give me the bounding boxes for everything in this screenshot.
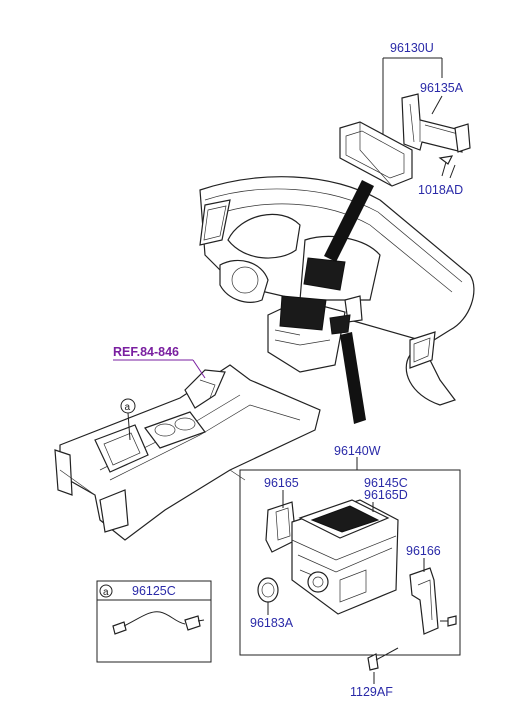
label-96140W: 96140W [334,444,381,458]
reference-label: REF.84-846 [113,345,179,359]
reference-callout: REF.84-846 [113,345,206,379]
floor-console [54,364,321,541]
assembly-arrows [324,180,374,424]
label-96166: 96166 [406,544,441,558]
cable-detail-box: a [96,580,212,663]
label-1129AF: 1129AF [350,685,393,699]
head-unit-detail-box [239,457,461,656]
label-96135A: 96135A [420,81,464,95]
label-96183A: 96183A [250,616,294,630]
label-96165D: 96165D [364,488,408,502]
label-1018AD: 1018AD [418,183,463,197]
display-unit-assembly [339,93,471,187]
label-96145C: 96145C [364,476,408,490]
dashboard-panel [199,176,475,406]
label-96165: 96165 [264,476,299,490]
callout-marker-console-text: a [125,402,131,413]
label-96130U: 96130U [390,41,434,55]
callout-marker-box-text: a [103,587,109,598]
screw-1129AF [367,647,399,684]
part-number-labels: 96130U 96135A 1018AD 96140W 96165 96145C… [132,41,464,699]
callout-marker-console: a [120,398,136,441]
label-96125C: 96125C [132,584,176,598]
leader-lines-top [382,57,456,179]
